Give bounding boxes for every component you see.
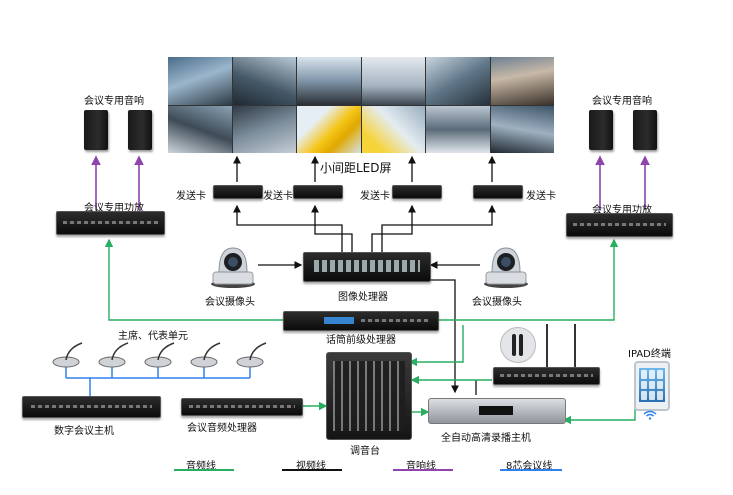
- sender-card-device: [473, 185, 523, 199]
- speaker-left-label: 会议专用音响: [84, 96, 144, 107]
- legend-conference-label: 8芯会议线: [506, 461, 553, 472]
- sender-label: 发送卡: [263, 191, 293, 202]
- image-processor-label: 图像处理器: [338, 292, 388, 303]
- sender-card-device: [392, 185, 442, 199]
- mic-preamp-device: [283, 311, 439, 331]
- speaker-icon: [633, 110, 657, 150]
- audio-processor-label: 会议音频处理器: [187, 423, 257, 434]
- legend-speaker-label: 音响线: [406, 461, 436, 472]
- recorder-device: [428, 398, 566, 424]
- led-video-wall: [168, 57, 554, 153]
- mic-preamp-label: 话筒前级处理器: [326, 335, 396, 346]
- camera-left-label: 会议摄像头: [205, 297, 255, 308]
- speaker-icon: [589, 110, 613, 150]
- amp-right-label: 会议专用功放: [592, 205, 652, 216]
- antenna-icon: [574, 324, 576, 368]
- legend-video-label: 视频线: [296, 461, 326, 472]
- recorder-label: 全自动高清录播主机: [441, 433, 531, 444]
- legend-video-line: [282, 469, 342, 471]
- led-panel: [361, 105, 425, 153]
- amplifier-device: [56, 211, 165, 235]
- speaker-icon: [84, 110, 108, 150]
- conference-host-label: 数字会议主机: [54, 426, 114, 437]
- speaker-right-label: 会议专用音响: [592, 96, 652, 107]
- sender-label: 发送卡: [526, 191, 556, 202]
- led-panel: [490, 57, 554, 105]
- mixer-device: [326, 352, 412, 440]
- legend-audio-line: [174, 469, 234, 471]
- camera-right-label: 会议摄像头: [472, 297, 522, 308]
- antenna-icon: [546, 324, 548, 368]
- image-processor-device: [303, 252, 431, 282]
- mixer-label: 调音台: [350, 446, 380, 457]
- conference-host-device: [22, 396, 161, 418]
- led-panel: [168, 57, 232, 105]
- audio-processor-device: [181, 398, 303, 416]
- amp-left-label: 会议专用功放: [84, 203, 144, 214]
- wireless-receiver-device: [493, 367, 600, 385]
- led-panel: [426, 57, 490, 105]
- legend-conference-line: [500, 469, 562, 471]
- led-panel: [426, 105, 490, 153]
- led-panel: [232, 57, 296, 105]
- sender-label: 发送卡: [360, 191, 390, 202]
- legend-speaker-line: [393, 469, 453, 471]
- ipad-label: IPAD终端: [628, 349, 671, 360]
- led-panel: [297, 57, 361, 105]
- led-panel: [232, 105, 296, 153]
- wireless-mic-icon: [500, 327, 536, 363]
- legend-audio-label: 音频线: [186, 461, 216, 472]
- ipad-icon: [634, 361, 670, 411]
- camera-icon: [484, 247, 528, 288]
- led-screen-label: 小间距LED屏: [320, 161, 392, 175]
- led-panel: [490, 105, 554, 153]
- delegate-mic-units: [52, 342, 267, 368]
- amplifier-device: [566, 213, 673, 237]
- wifi-icon: [643, 410, 657, 420]
- led-panel: [168, 105, 232, 153]
- speaker-icon: [128, 110, 152, 150]
- sender-label: 发送卡: [176, 191, 206, 202]
- camera-icon: [211, 247, 255, 288]
- delegate-units-label: 主席、代表单元: [118, 331, 188, 342]
- led-panel: [297, 105, 361, 153]
- led-panel: [361, 57, 425, 105]
- sender-card-device: [293, 185, 343, 199]
- sender-card-device: [213, 185, 263, 199]
